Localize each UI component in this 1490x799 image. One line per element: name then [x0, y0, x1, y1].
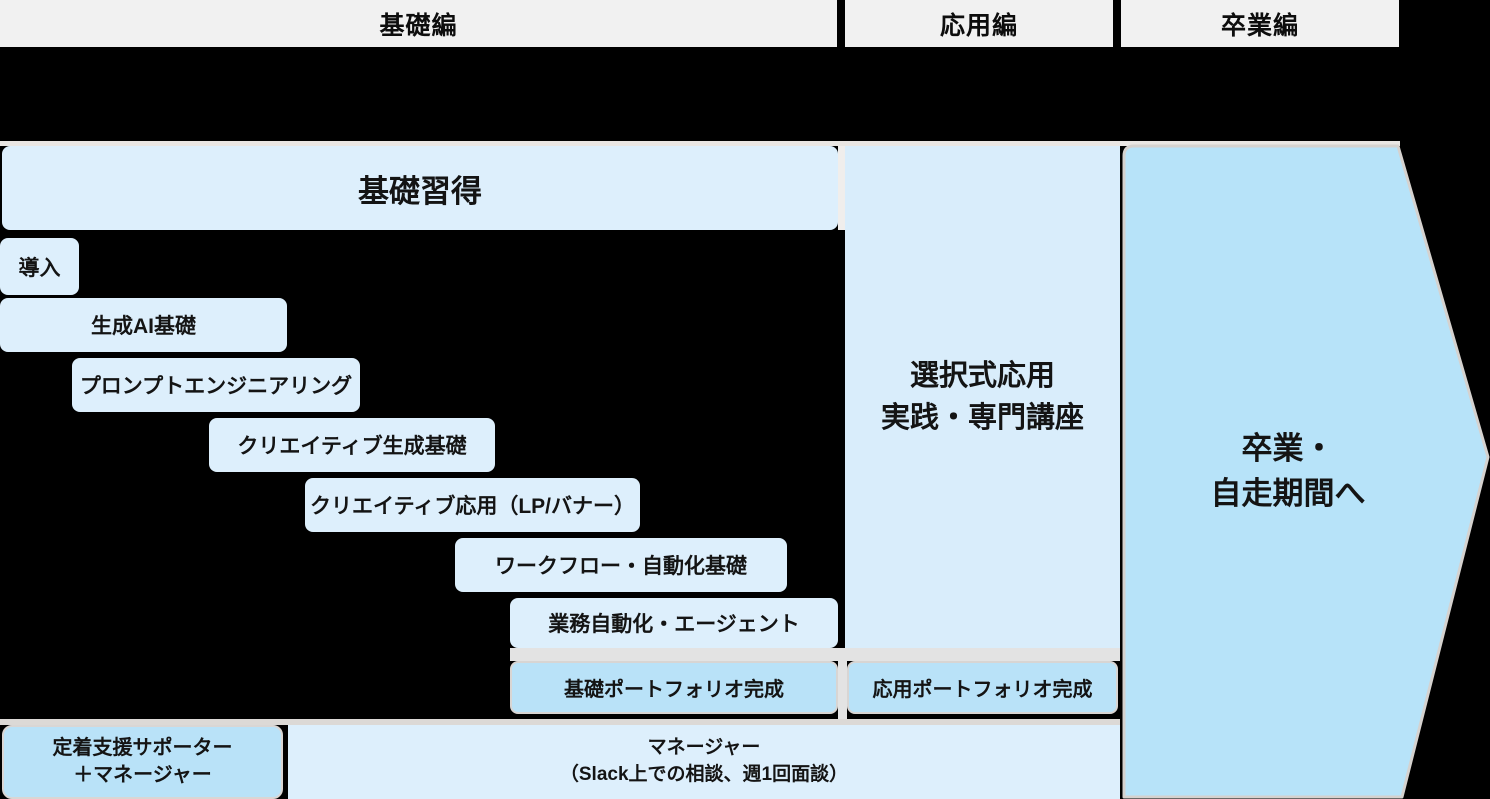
applied-portfolio-milestone-label: 応用ポートフォリオ完成 — [872, 679, 1093, 701]
step-genai-basics-label: 生成AI基礎 — [91, 315, 196, 338]
graduation-arrow-shape — [1122, 144, 1490, 799]
step-workflow-automation: ワークフロー・自動化基礎 — [455, 538, 787, 592]
step-workflow-automation-label: ワークフロー・自動化基礎 — [495, 555, 747, 578]
support-staff-line2: ＋マネージャー — [73, 764, 212, 786]
step-creative-generation-label: クリエイティブ生成基礎 — [237, 435, 467, 458]
basic-portfolio-milestone-label: 基礎ポートフォリオ完成 — [564, 679, 784, 701]
graduation-label: 卒業・ 自走期間へ — [1122, 144, 1454, 799]
basics-title-box: 基礎習得 — [2, 146, 838, 230]
separator-milestone-column-gap — [838, 648, 847, 725]
separator-top-line — [0, 141, 1400, 146]
separator-applied-milestone-gap — [845, 648, 1120, 661]
step-creative-applied: クリエイティブ応用（LP/バナー） — [305, 478, 640, 532]
phase-header-graduation: 卒業編 — [1121, 0, 1399, 47]
graduation-label-line2: 自走期間へ — [1210, 475, 1366, 511]
support-staff-box: 定着支援サポーター ＋マネージャー — [2, 725, 283, 799]
phase-header-basic: 基礎編 — [0, 0, 837, 47]
step-business-automation-agent-label: 業務自動化・エージェント — [548, 613, 800, 636]
applied-courses-title-line2: 実践・専門講座 — [880, 402, 1084, 434]
separator-support-band-line — [0, 719, 1120, 725]
support-staff-line1: 定着支援サポーター — [52, 737, 233, 759]
phase-header-basic-label: 基礎編 — [379, 11, 458, 40]
step-genai-basics: 生成AI基礎 — [0, 298, 287, 352]
phase-header-graduation-label: 卒業編 — [1220, 11, 1299, 40]
step-creative-generation: クリエイティブ生成基礎 — [209, 418, 495, 472]
step-prompt-engineering: プロンプトエンジニアリング — [72, 358, 360, 412]
step-creative-applied-label: クリエイティブ応用（LP/バナー） — [310, 495, 635, 518]
step-intro: 導入 — [0, 238, 79, 295]
separator-column-gap — [838, 146, 845, 230]
step-business-automation-agent: 業務自動化・エージェント — [510, 598, 838, 648]
manager-support-bar: マネージャー （Slack上での相談、週1回面談） — [288, 725, 1120, 799]
applied-courses-title-line1: 選択式応用 — [909, 359, 1055, 392]
manager-support-line2: （Slack上での相談、週1回面談） — [559, 764, 849, 785]
applied-portfolio-milestone: 応用ポートフォリオ完成 — [847, 661, 1118, 714]
basics-title: 基礎習得 — [358, 173, 482, 209]
phase-header-applied-label: 応用編 — [939, 11, 1018, 40]
step-prompt-engineering-label: プロンプトエンジニアリング — [79, 375, 353, 398]
applied-courses-box: 選択式応用 実践・専門講座 — [845, 146, 1120, 648]
separator-basic-milestone-gap — [510, 648, 845, 661]
step-intro-label: 導入 — [18, 256, 61, 280]
phase-header-applied: 応用編 — [845, 0, 1113, 47]
graduation-label-line1: 卒業・ — [1241, 430, 1335, 466]
basic-portfolio-milestone: 基礎ポートフォリオ完成 — [510, 661, 838, 714]
manager-support-line1: マネージャー — [647, 737, 761, 759]
